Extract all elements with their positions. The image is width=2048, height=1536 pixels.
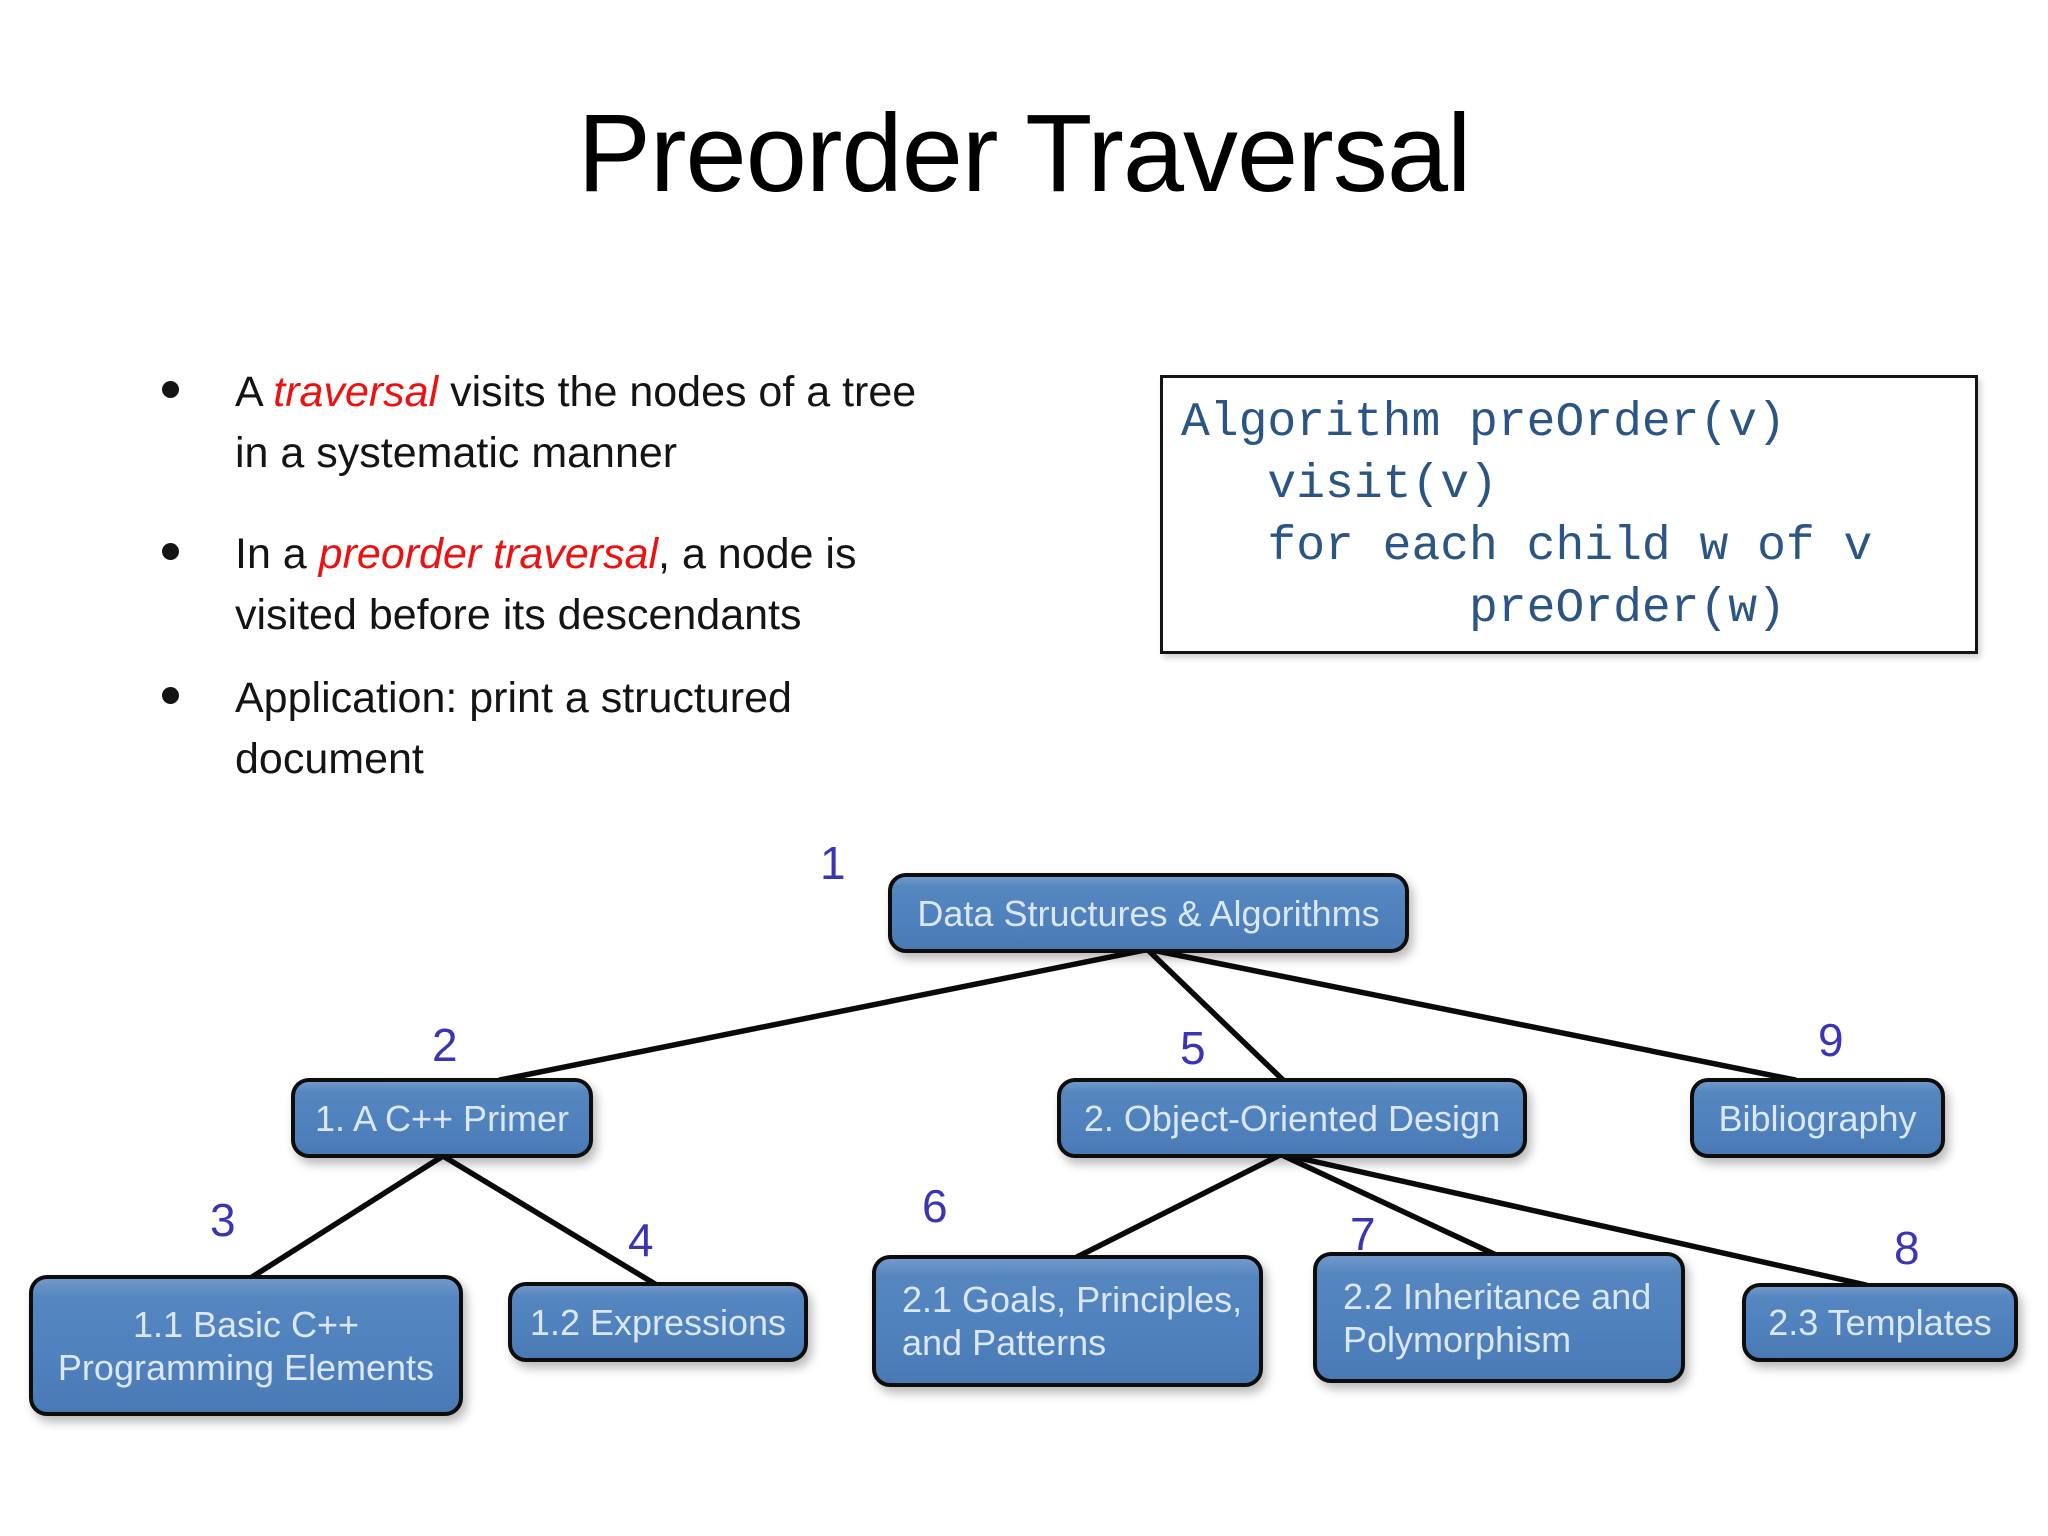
- tree-edge-primer-basic: [249, 1153, 446, 1280]
- tree-edge-ood-inherit: [1281, 1153, 1497, 1257]
- tree-edge-ood-templates: [1287, 1153, 1869, 1288]
- tree-node-label: 1. A C++ Primer: [314, 1097, 570, 1139]
- code-line: Algorithm preOrder(v): [1181, 396, 1786, 450]
- tree-edge-primer-expr: [440, 1153, 658, 1287]
- visit-number-9: 9: [1818, 1014, 1844, 1066]
- code-line: preOrder(w): [1181, 582, 1786, 636]
- visit-number-5: 5: [1180, 1022, 1206, 1074]
- bullet-text: in a systematic manner: [235, 429, 678, 477]
- tree-node-bibliography: Bibliography: [1690, 1078, 1945, 1158]
- emphasis-red-text: preorder traversal: [318, 530, 659, 578]
- tree-node-label: Programming Elements: [57, 1346, 435, 1388]
- bullet-line: A traversal visits the nodes of a tree: [235, 362, 916, 423]
- tree-node-label: 2. Object-Oriented Design: [1083, 1097, 1501, 1139]
- visit-number-7: 7: [1350, 1208, 1376, 1260]
- bullet-text: , a node is: [658, 530, 857, 578]
- bullet-text: visits the nodes of a tree: [438, 368, 917, 416]
- tree-edge-root-ood: [1145, 947, 1286, 1083]
- bullet-line: In a preorder traversal, a node is: [235, 524, 856, 585]
- code-line: for each child w of v: [1181, 520, 1873, 574]
- code-line: visit(v): [1181, 458, 1498, 512]
- tree-node-basic-cpp: 1.1 Basic C++ Programming Elements: [29, 1275, 463, 1416]
- tree-node-label: 2.3 Templates: [1768, 1302, 1992, 1343]
- bullet-text: visited before its descendants: [235, 591, 802, 639]
- bullet-line: document: [235, 729, 792, 790]
- tree-node-label: Polymorphism: [1343, 1318, 1572, 1360]
- bullet-line: visited before its descendants: [235, 585, 856, 646]
- algorithm-pseudocode-box: Algorithm preOrder(v) visit(v) for each …: [1160, 375, 1978, 654]
- bullet-text: Application: print a structured: [235, 674, 792, 722]
- tree-node-label: Bibliography: [1718, 1097, 1917, 1139]
- tree-edge-root-biblio: [1149, 947, 1798, 1083]
- tree-node-object-oriented-design: 2. Object-Oriented Design: [1057, 1078, 1527, 1158]
- tree-node-primer: 1. A C++ Primer: [291, 1078, 593, 1158]
- visit-number-8: 8: [1894, 1222, 1920, 1274]
- tree-node-templates: 2.3 Templates: [1742, 1283, 2018, 1362]
- bullet-line: in a systematic manner: [235, 423, 916, 484]
- visit-number-3: 3: [210, 1194, 236, 1246]
- bullet-text: document: [235, 735, 424, 783]
- visit-number-4: 4: [628, 1214, 654, 1266]
- bullet-text: In a: [235, 530, 319, 578]
- tree-node-label: 2.1 Goals, Principles,: [902, 1279, 1243, 1320]
- tree-node-label: Data Structures & Algorithms: [917, 892, 1380, 934]
- tree-node-inheritance-polymorphism: 2.2 Inheritance and Polymorphism: [1313, 1252, 1685, 1383]
- slide-title: Preorder Traversal: [577, 92, 1472, 215]
- tree-node-label: 1.2 Expressions: [529, 1301, 787, 1343]
- bullet-item-preorder: In a preorder traversal, a node is visit…: [161, 524, 856, 646]
- tree-edge-ood-goals: [1074, 1153, 1281, 1260]
- tree-edge-root-primer: [497, 947, 1148, 1083]
- tree-node-expressions: 1.2 Expressions: [508, 1282, 808, 1362]
- tree-node-label: 2.2 Inheritance and: [1343, 1275, 1652, 1317]
- tree-node-label: 1.1 Basic C++: [132, 1303, 360, 1345]
- visit-number-1: 1: [820, 837, 846, 889]
- bullet-text: A: [235, 368, 274, 416]
- bullet-item-traversal: A traversal visits the nodes of a tree i…: [161, 362, 916, 484]
- visit-number-6: 6: [922, 1180, 948, 1232]
- tree-node-label: and Patterns: [902, 1322, 1107, 1363]
- visit-number-2: 2: [432, 1019, 458, 1071]
- bullet-line: Application: print a structured: [235, 668, 792, 729]
- bullet-item-application: Application: print a structured document: [162, 668, 792, 790]
- tree-node-root: Data Structures & Algorithms: [888, 873, 1409, 953]
- tree-node-goals-principles: 2.1 Goals, Principles, and Patterns: [872, 1255, 1263, 1387]
- emphasis-red-text: traversal: [273, 368, 439, 416]
